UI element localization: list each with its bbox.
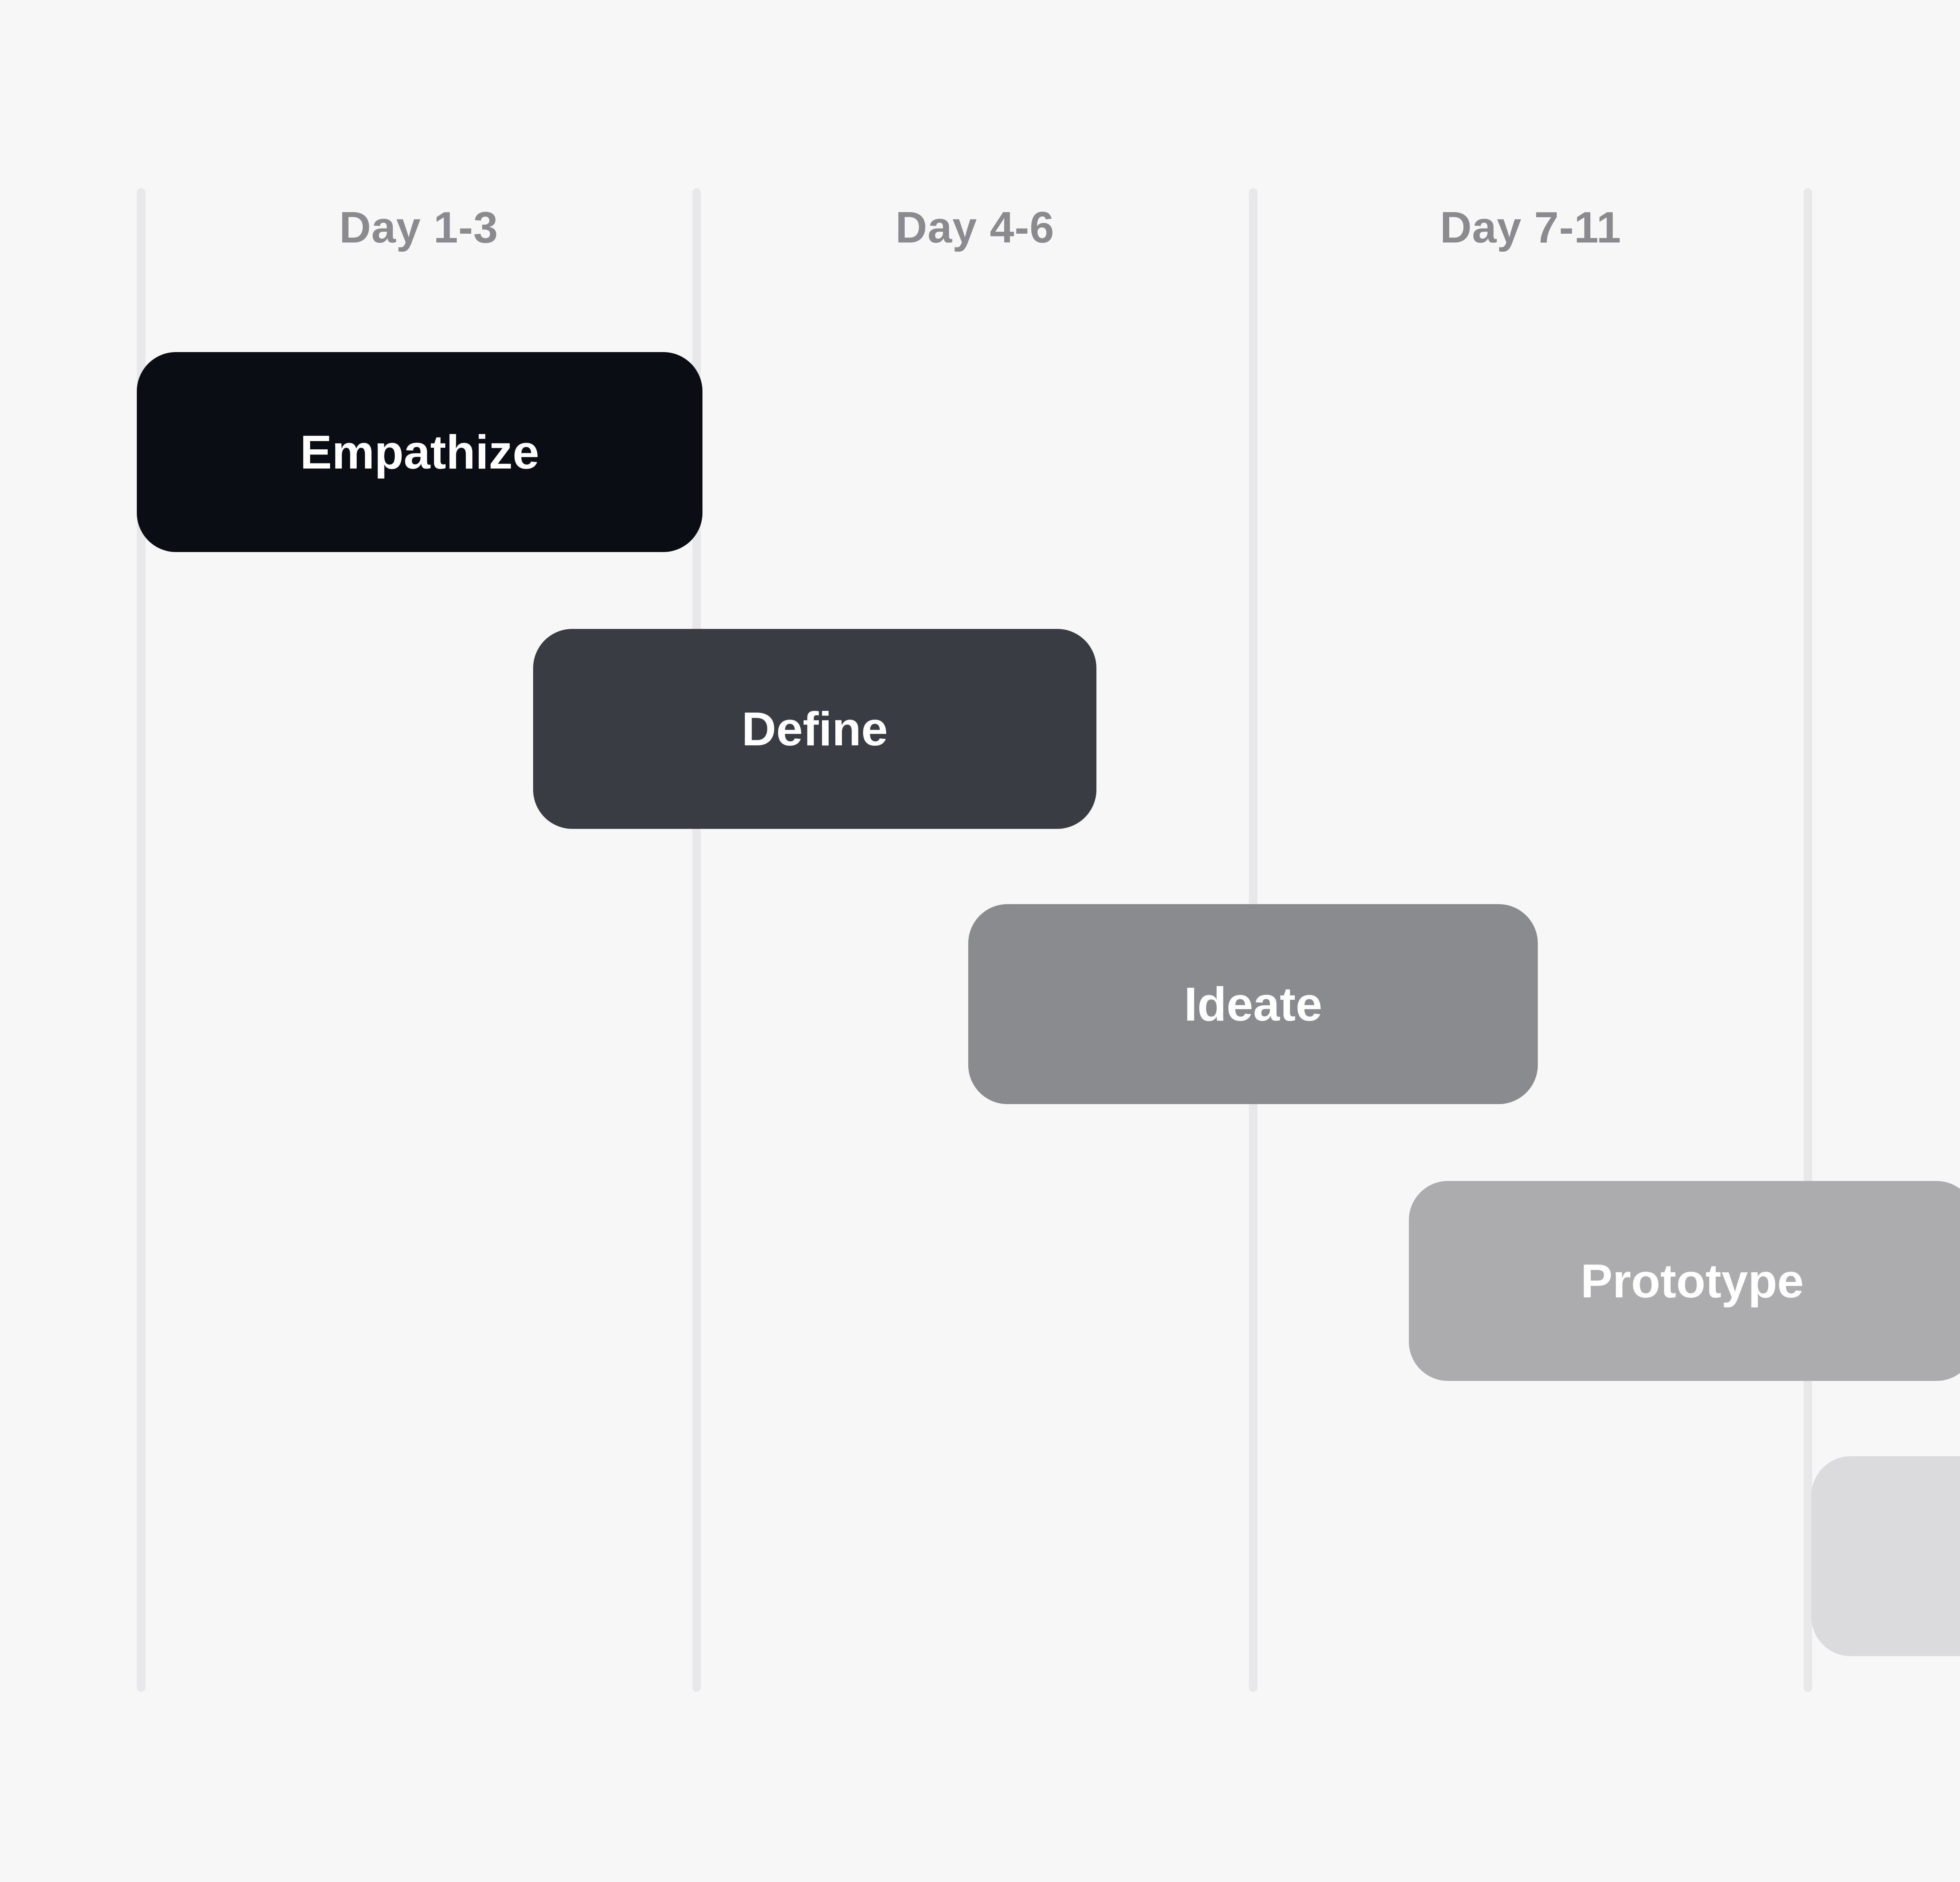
column-header-1: Day 1-3 [339,203,498,252]
gantt-bar-prototype: Prototype [1408,1181,1960,1381]
gridline-1 [136,188,145,1692]
gantt-bar-label: Prototype [1581,1254,1804,1308]
gantt-bar-empathize: Empathize [136,352,702,552]
gridline-2 [692,188,701,1692]
gantt-bar-ideate: Ideate [968,904,1538,1104]
gantt-bar-label: Define [741,702,888,756]
gantt-bar-label: Empathize [300,425,539,479]
column-header-3: Day 7-11 [1440,203,1621,252]
gantt-bar-label: Ideate [1184,977,1323,1031]
gridline-4 [1804,188,1813,1692]
gantt-bar-test: Test [1811,1456,1960,1656]
column-header-2: Day 4-6 [895,203,1054,252]
gantt-bar-define: Define [533,629,1096,829]
